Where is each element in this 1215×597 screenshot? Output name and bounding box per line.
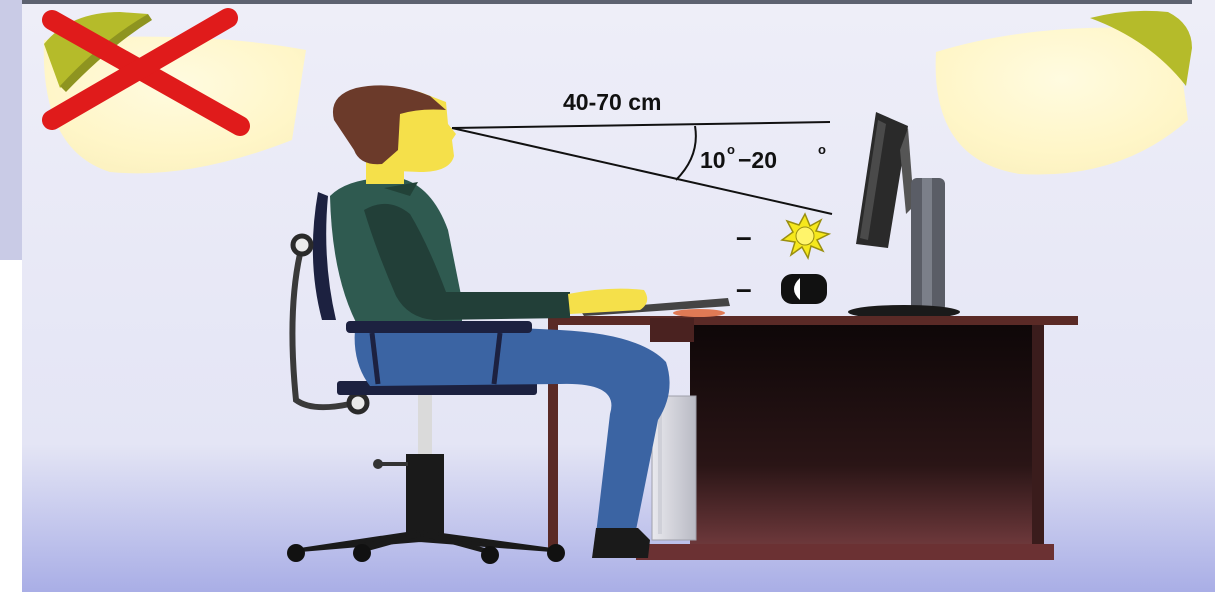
- top-edge-strip: [22, 0, 1192, 4]
- brightness-dash: –: [736, 221, 752, 252]
- contrast-dash: –: [736, 273, 752, 304]
- mouse: [673, 309, 725, 317]
- degree-mark-high: o: [818, 142, 826, 157]
- contrast-icon: [781, 274, 827, 304]
- angle-value-high: −20: [738, 147, 777, 173]
- angle-value-low: 10: [700, 147, 726, 173]
- left-edge-strip: [0, 0, 22, 260]
- distance-label: 40-70 cm: [563, 89, 661, 115]
- degree-mark-low: o: [727, 142, 735, 157]
